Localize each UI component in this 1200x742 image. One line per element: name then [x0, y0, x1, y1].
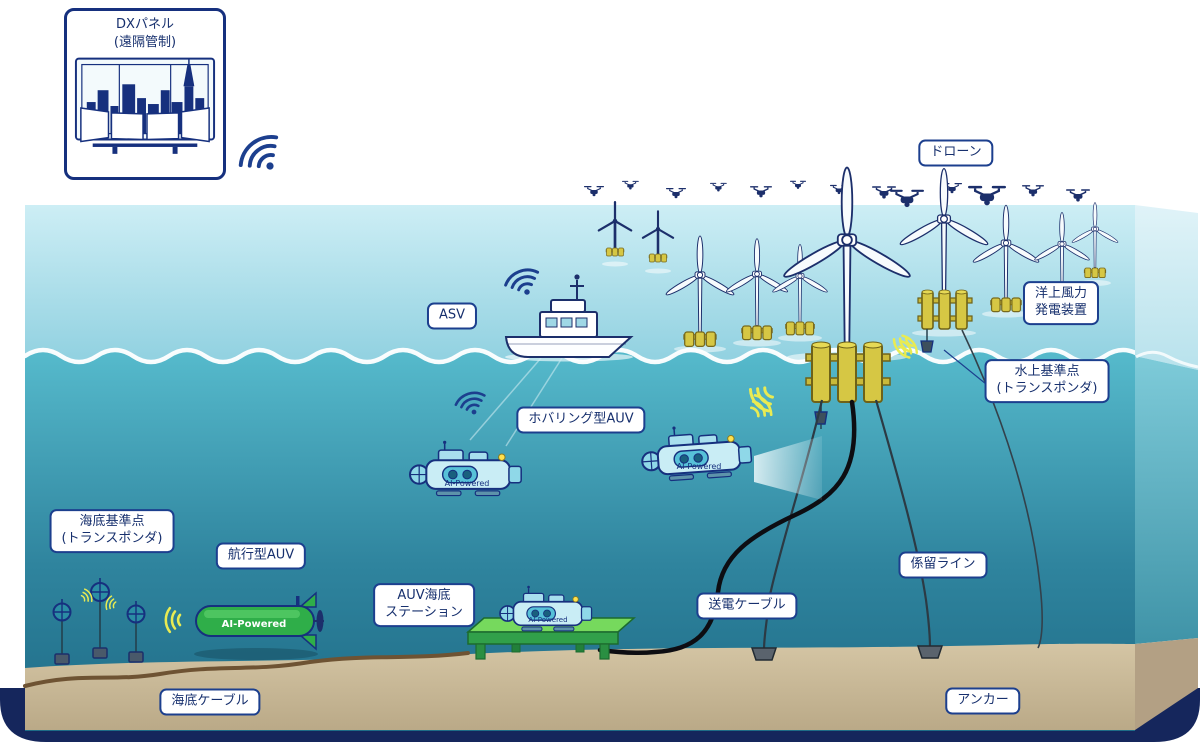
drone-icon	[749, 185, 773, 199]
auv-branding-text: AI-Powered	[677, 462, 722, 471]
label-hovering-auv: ホバリング型AUV	[516, 406, 646, 434]
drone-icon	[621, 180, 640, 190]
anchor-block	[916, 645, 944, 659]
transponder-buoy	[126, 601, 146, 663]
float-base	[605, 247, 625, 257]
asv-ship	[469, 274, 634, 447]
float-base	[741, 325, 773, 341]
drone-icon	[1065, 188, 1091, 203]
label-mooring-line: 係留ライン	[898, 551, 988, 579]
drone-icon	[888, 188, 926, 209]
drone-fleet	[583, 180, 1091, 209]
float-base	[990, 297, 1022, 313]
drone-icon	[583, 185, 605, 197]
cruising-auv	[194, 591, 324, 660]
power-cable	[597, 399, 857, 656]
drone-icon	[871, 185, 897, 200]
transponder-buoy	[52, 599, 72, 665]
label-cruising-auv: 航行型AUV	[215, 542, 307, 570]
label-auv-station: AUV海底 ステーション	[373, 583, 475, 627]
mast-antenna	[574, 274, 580, 280]
auv-branding-text: AI-Powered	[528, 616, 567, 624]
wave-line	[25, 347, 1135, 365]
transponder-buoy	[90, 578, 110, 659]
ocean-block-side	[1135, 205, 1198, 730]
drone-icon	[1021, 184, 1045, 198]
label-seabed-cable: 海底ケーブル	[159, 688, 261, 716]
floating-platform-reference	[917, 289, 973, 353]
seabed-transponders	[52, 578, 146, 665]
dx-panel-title: DXパネル (遠隔管制)	[113, 17, 177, 50]
label-asv: ASV	[426, 302, 478, 330]
label-power-cable: 送電ケーブル	[696, 592, 798, 620]
auv-branding-text: AI-Powered	[445, 479, 490, 488]
sonar-beam	[754, 436, 822, 500]
seabed	[25, 643, 1135, 730]
dx-panel-card: DXパネル (遠隔管制)	[64, 8, 226, 180]
control-room-illustration	[74, 57, 216, 154]
label-seabed-reference: 海底基準点 (トランスポンダ)	[49, 509, 175, 553]
drone-icon	[966, 184, 1008, 207]
drone-icon	[709, 182, 728, 192]
drone-icon	[789, 180, 807, 190]
wave-line-side	[1135, 350, 1199, 369]
float-base	[785, 321, 815, 336]
float-base	[683, 331, 717, 348]
anchor-block	[750, 647, 778, 661]
float-base	[648, 253, 668, 263]
label-drone: ドローン	[918, 139, 994, 167]
drone-icon	[665, 187, 687, 199]
monitor-wall	[80, 107, 210, 143]
float-base	[1083, 267, 1107, 279]
label-anchor: アンカー	[945, 687, 1021, 715]
label-wind-power: 洋上風力 発電装置	[1022, 281, 1100, 325]
wind-farm	[597, 166, 1120, 429]
leader-line	[943, 349, 987, 385]
floating-platform-main	[787, 341, 907, 429]
wifi-icon	[232, 127, 292, 185]
seabed-cable	[23, 651, 470, 688]
label-surface-reference: 水上基準点 (トランスポンダ)	[984, 359, 1110, 403]
surface-transponder	[920, 340, 934, 353]
auv-branding-text: AI-Powered	[222, 619, 287, 630]
